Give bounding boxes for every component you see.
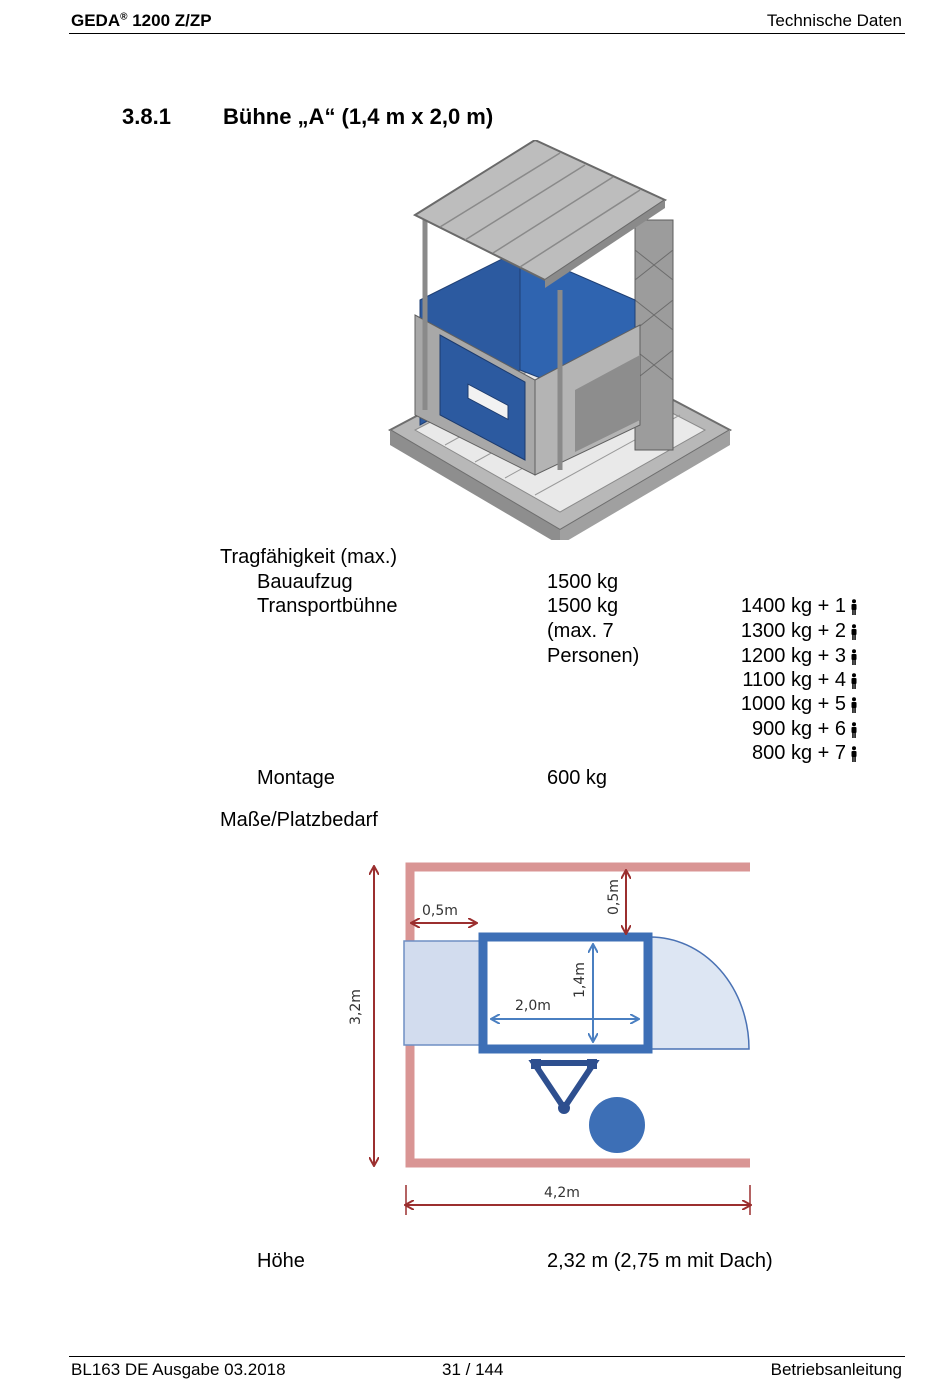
load-text: 1300 kg + 2 [740,620,846,642]
person-icon [851,721,857,738]
load-row: 1000 kg + 5 [700,693,858,716]
footer-page-number: 31 / 144 [442,1360,504,1379]
section-title: Bühne „A“ (1,4 m x 2,0 m) [223,104,494,129]
person-icon [851,672,857,689]
platform-outline [478,932,653,1054]
footer-doc-id: BL163 DE Ausgabe 03.2018 [71,1360,286,1379]
montage-value: 600 kg [547,767,608,789]
right-door-swing [649,936,750,1050]
transport-label: Transportbühne [257,595,398,617]
montage-label: Montage [257,767,335,789]
load-text: 800 kg + 7 [752,742,846,764]
transport-value: 1500 kg [547,595,619,617]
load-text: 1100 kg + 4 [742,669,846,691]
height-value: 2,32 m (2,75 m mit Dach) [547,1250,773,1272]
capacity-label: Tragfähigkeit (max.) [220,546,398,568]
header-model: 1200 Z/ZP [127,11,212,30]
load-text: 1000 kg + 5 [740,693,846,715]
header-section: Technische Daten [766,11,902,30]
transport-note-1: (max. 7 [547,620,614,642]
bauaufzug-label: Bauaufzug [257,571,353,593]
load-row: 900 kg + 6 [700,718,858,741]
top-clearance-label: 0,5m [606,879,622,915]
total-width-label: 4,2m [544,1185,580,1201]
header-product: GEDA® 1200 Z/ZP [71,11,212,31]
person-icon [851,623,857,640]
platform-illustration [387,140,733,540]
side-clearance-label: 0,5m [422,903,458,919]
left-door-area [403,940,481,1046]
footer-doc-type: Betriebsanleitung [770,1360,902,1379]
load-row: 800 kg + 7 [700,742,858,765]
header-brand: GEDA [71,11,121,30]
total-height-label: 3,2m [348,989,364,1025]
load-row: 1100 kg + 4 [700,669,858,692]
load-text: 1400 kg + 1 [740,595,846,617]
header-rule [69,33,905,34]
height-label: Höhe [257,1250,305,1272]
load-row: 1400 kg + 1 [700,595,858,618]
bauaufzug-value: 1500 kg [547,571,619,593]
mast-symbol [528,1060,600,1114]
load-row: 1200 kg + 3 [700,645,858,668]
person-icon [851,745,857,762]
platform-width-label: 1,4m [572,962,588,998]
footer-rule [69,1356,905,1357]
person-icon [851,696,857,713]
load-text: 900 kg + 6 [752,718,846,740]
platform-length-label: 2,0m [515,998,551,1014]
floor-plan-diagram: 2,0m 1,4m 0,5m 0,5m 3,2m 4,2m [348,862,760,1215]
person-icon [851,598,857,615]
registered-mark: ® [120,11,128,23]
transport-note-2: Personen) [547,645,640,667]
counterweight-circle [589,1097,645,1153]
dimensions-label: Maße/Platzbedarf [220,809,378,831]
section-number: 3.8.1 [122,104,171,129]
load-text: 1200 kg + 3 [740,645,846,667]
person-icon [851,648,857,665]
load-row: 1300 kg + 2 [700,620,858,643]
